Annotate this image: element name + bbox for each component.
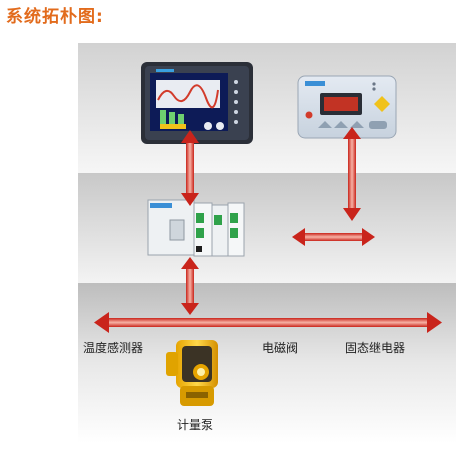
plc-controller	[147, 199, 245, 257]
page-title: 系统拓朴图:	[6, 7, 104, 27]
meter-pump-device	[166, 340, 218, 406]
band-bottom	[78, 283, 456, 443]
band-top	[78, 43, 456, 173]
touch-panel-hmi	[141, 62, 253, 144]
label-meter-pump: 计量泵	[177, 418, 214, 432]
arrow-hmi-plc	[181, 130, 199, 206]
text-panel-hmi	[297, 75, 397, 139]
arrow-textpanel-down	[343, 127, 361, 221]
arrow-plc-bus	[181, 257, 199, 315]
bus-arrow	[94, 312, 442, 333]
band-middle	[78, 173, 456, 283]
label-ssr: 固态继电器	[345, 341, 406, 355]
label-temp-sensor: 温度感测器	[83, 341, 144, 355]
label-solenoid-valve: 电磁阀	[262, 341, 299, 355]
arrow-middle-horizontal	[292, 228, 375, 246]
